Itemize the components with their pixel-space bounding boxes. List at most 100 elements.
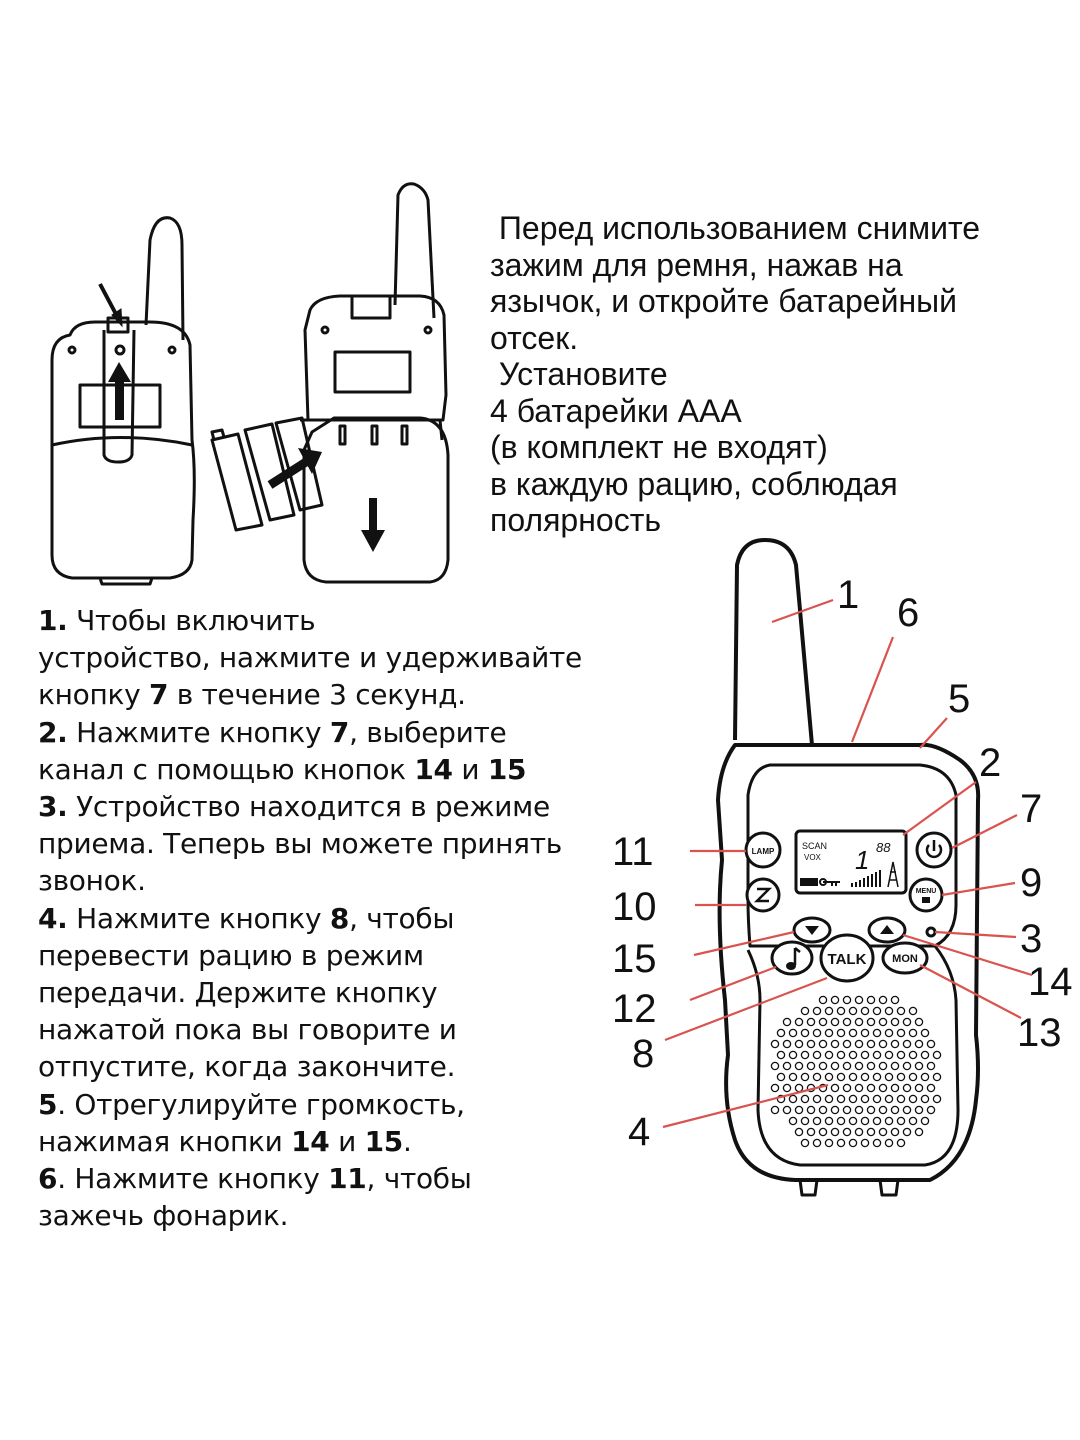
step-text: и: [329, 1124, 365, 1158]
grille-hole: [872, 1006, 882, 1016]
grille-hole: [920, 1050, 930, 1060]
grille-hole: [854, 1105, 864, 1115]
step-text: устройство, нажмите и удерживайте: [38, 641, 582, 675]
lcd-display: SCAN VOX 1 88: [800, 840, 899, 888]
grille-hole: [896, 1116, 906, 1126]
step-text: кнопку: [38, 678, 149, 712]
grille-hole: [884, 1072, 894, 1082]
step-text: Чтобы включить: [67, 604, 316, 637]
step-4-line: передачи. Держите кнопку: [38, 974, 638, 1011]
grille-hole: [884, 1094, 894, 1104]
grille-hole: [836, 1094, 846, 1104]
grille-hole: [776, 1028, 786, 1038]
grille-hole: [800, 1138, 810, 1148]
grille-hole: [854, 1039, 864, 1049]
step-2: 2. Нажмите кнопку 7, выберите: [38, 714, 638, 751]
lcd-channel: 1: [855, 845, 869, 875]
grille-hole: [812, 1116, 822, 1126]
leader-12: [689, 965, 777, 1002]
grille-hole: [860, 1006, 870, 1016]
grille-hole: [872, 1050, 882, 1060]
step-text: передачи. Держите кнопку: [38, 976, 438, 1010]
grille-hole: [884, 1050, 894, 1060]
grille-hole: [902, 1039, 912, 1049]
button-ref: 11: [328, 1162, 367, 1196]
grille-hole: [926, 1061, 936, 1071]
menu-label: MENU: [916, 888, 937, 895]
callout-8: 8: [632, 1032, 654, 1076]
grille-hole: [860, 1116, 870, 1126]
step-4-line: отпустите, когда закончите.: [38, 1048, 638, 1085]
step-text: приема. Теперь вы можете принять: [38, 827, 562, 861]
grille-hole: [812, 1138, 822, 1148]
leader-lines: [662, 598, 1033, 1129]
grille-hole: [914, 1127, 924, 1137]
callout-14: 14: [1028, 960, 1073, 1004]
intro-line: Установите: [490, 356, 668, 392]
intro-line: отсек.: [490, 319, 579, 356]
grille-hole: [878, 1039, 888, 1049]
intro-line: полярность: [490, 502, 662, 538]
step-5-line: нажимая кнопки 14 и 15.: [38, 1123, 638, 1160]
leader-1: [771, 598, 834, 624]
grille-hole: [794, 1017, 804, 1027]
grille-hole: [782, 1017, 792, 1027]
grille-hole: [932, 1072, 942, 1082]
device-buttons: [744, 831, 953, 983]
grille-hole: [914, 1061, 924, 1071]
step-text: отпустите, когда закончите.: [38, 1050, 456, 1084]
grille-hole: [776, 1050, 786, 1060]
insert-battery-arrows: [267, 448, 385, 552]
grille-hole: [902, 1017, 912, 1027]
callout-4: 4: [628, 1110, 650, 1154]
grille-hole: [836, 1028, 846, 1038]
step-2-line: канал с помощью кнопок 14 и 15: [38, 751, 638, 788]
leader-8: [664, 976, 828, 1042]
lamp-label: LAMP: [752, 847, 775, 856]
grille-hole: [824, 1072, 834, 1082]
grille-hole: [914, 1105, 924, 1115]
status-led: [925, 926, 937, 938]
grille-hole: [896, 1028, 906, 1038]
grille-hole: [854, 1061, 864, 1071]
grille-hole: [830, 1061, 840, 1071]
grille-hole: [860, 1138, 870, 1148]
grille-hole: [908, 1072, 918, 1082]
grille-hole: [794, 1061, 804, 1071]
device-button-glyphs: LAMP MENU TALK MON: [752, 840, 943, 970]
grille-hole: [770, 1039, 780, 1049]
grille-hole: [908, 1006, 918, 1016]
grille-hole: [800, 1006, 810, 1016]
callout-9: 9: [1020, 861, 1042, 905]
grille-hole: [842, 1083, 852, 1093]
callout-7: 7: [1020, 787, 1042, 831]
lock-icon: [922, 897, 930, 903]
grille-hole: [794, 1105, 804, 1115]
grille-hole: [812, 1072, 822, 1082]
intro-line: в каждую рацию, соблюдая: [490, 465, 898, 502]
grille-hole: [920, 1072, 930, 1082]
callout-10: 10: [612, 885, 657, 929]
grille-hole: [824, 1116, 834, 1126]
step-4-line: перевести рацию в режим: [38, 937, 638, 974]
grille-hole: [902, 1105, 912, 1115]
grille-hole: [782, 1105, 792, 1115]
call-button: [770, 940, 814, 976]
step-3: 3. Устройство находится в режиме: [38, 788, 638, 825]
lcd-digits: 88: [876, 840, 891, 855]
grille-hole: [848, 1116, 858, 1126]
grille-hole: [896, 1050, 906, 1060]
mon-button: [881, 941, 929, 975]
press-tab-arrows: [98, 283, 131, 420]
grille-hole: [866, 1083, 876, 1093]
grille-hole: [842, 1105, 852, 1115]
grille-hole: [872, 1094, 882, 1104]
grille-hole: [866, 1127, 876, 1137]
grille-hole: [830, 1105, 840, 1115]
intro-instructions: Перед использованием снимите зажим для р…: [490, 210, 1070, 539]
grille-hole: [920, 1094, 930, 1104]
grille-hole: [890, 1039, 900, 1049]
step-text: звонок.: [38, 864, 146, 898]
antenna-tower-icon: [887, 861, 899, 888]
